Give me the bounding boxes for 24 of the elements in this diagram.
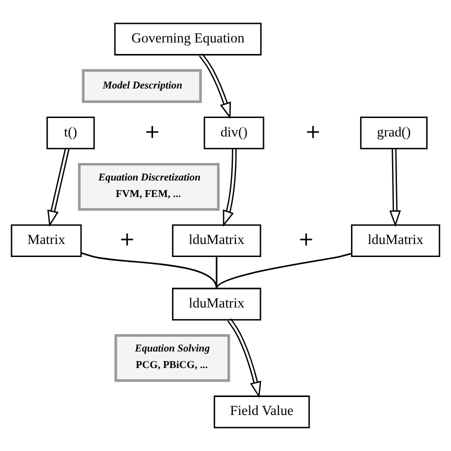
arrow (198, 53, 231, 119)
arrow (47, 148, 70, 227)
node-box: Field Value (214, 396, 310, 428)
connector (216, 256, 218, 288)
arrow (389, 148, 401, 227)
label: + (305, 120, 322, 143)
node-box: lduMatrix (172, 224, 262, 258)
node-box: lduMatrix (351, 224, 440, 258)
node-box: div() (204, 116, 264, 150)
node-box: Model Description (82, 69, 202, 103)
node-box: Equation Discretization FVM, FEM, ... (78, 162, 220, 211)
label: + (144, 120, 160, 143)
connector (216, 252, 352, 289)
node-box: Equation Solving PCG, PBiCG, ... (114, 334, 230, 382)
node-box: lduMatrix (172, 288, 262, 320)
node-box: Governing Equation (114, 22, 262, 56)
label: + (298, 228, 314, 251)
arrow (222, 148, 237, 227)
node-box: t() (46, 116, 95, 150)
label: + (119, 228, 136, 251)
connector (80, 252, 218, 289)
arrow (227, 318, 262, 398)
node-box: Matrix (10, 224, 82, 258)
node-box: grad() (360, 116, 428, 150)
